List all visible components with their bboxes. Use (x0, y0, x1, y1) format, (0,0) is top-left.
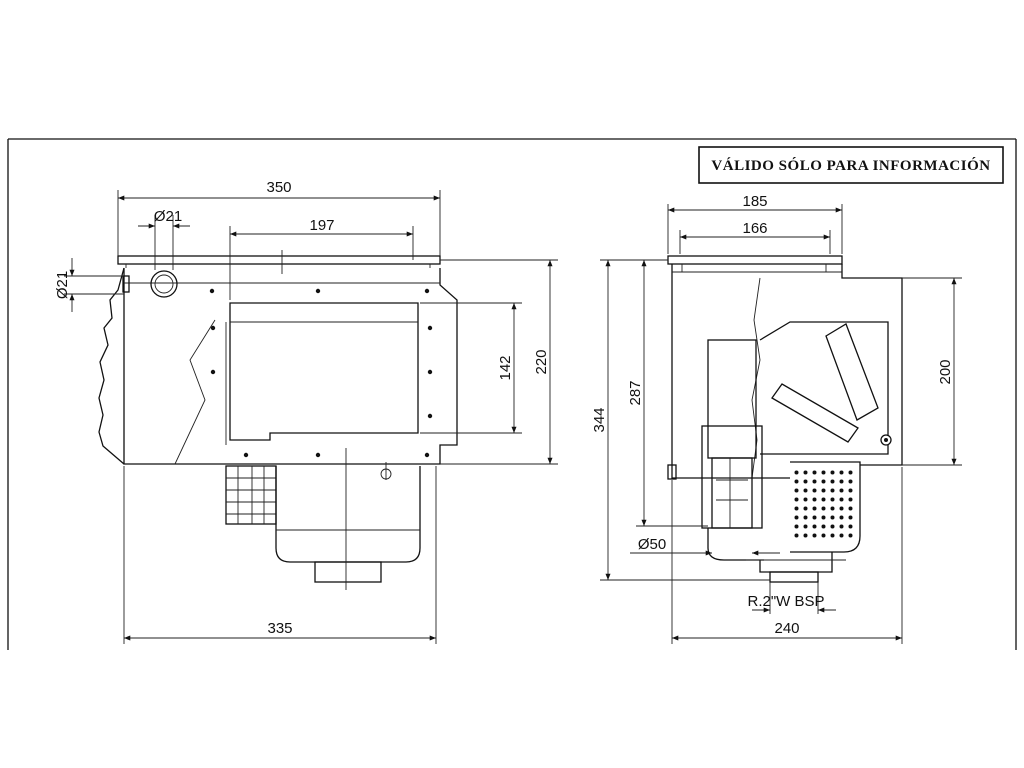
svg-text:142: 142 (497, 355, 514, 380)
dim-overall-top-width: 350 (117, 179, 441, 256)
dim-bottom-width: 240 (671, 467, 903, 644)
svg-text:220: 220 (533, 349, 550, 374)
svg-text:Ø50: Ø50 (638, 536, 666, 553)
dim-body-height: 220 (440, 259, 558, 465)
dim-height-to-outlet: 287 (627, 259, 708, 527)
svg-text:197: 197 (309, 217, 334, 234)
svg-text:Ø21: Ø21 (54, 271, 71, 299)
dim-inlet-diameter-side: Ø21 (54, 258, 124, 312)
dim-overall-bottom-width: 335 (123, 466, 437, 644)
dim-outlet-diameter: Ø50 (630, 536, 780, 556)
dim-opening-height-side: 200 (902, 277, 962, 466)
svg-text:344: 344 (591, 407, 608, 432)
dim-opening-height: 142 (420, 302, 522, 434)
dim-opening-width: 197 (229, 217, 414, 300)
info-stamp: VÁLIDO SÓLO PARA INFORMACIÓN (698, 146, 1004, 184)
front-view: 350 Ø21 197 Ø21 14 (54, 179, 558, 644)
svg-text:Ø21: Ø21 (154, 208, 182, 225)
svg-text:240: 240 (774, 620, 799, 637)
svg-text:350: 350 (266, 179, 291, 196)
dim-overall-height: 344 (591, 259, 770, 581)
side-view: 185 166 344 287 200 (591, 193, 962, 644)
svg-text:335: 335 (267, 620, 292, 637)
svg-text:200: 200 (937, 359, 954, 384)
sheet-frame (7, 138, 1017, 650)
dim-top-width: 185 (667, 193, 843, 254)
dim-inner-top-width: 166 (679, 220, 831, 254)
svg-text:287: 287 (627, 380, 644, 405)
dim-thread: R.2"W BSP (747, 582, 836, 614)
stamp-text: VÁLIDO SÓLO PARA INFORMACIÓN (711, 157, 990, 174)
svg-text:185: 185 (742, 193, 767, 210)
dim-inlet-diameter-top: Ø21 (138, 208, 190, 270)
svg-text:R.2"W BSP: R.2"W BSP (747, 593, 824, 610)
front-screws (209, 288, 433, 458)
svg-text:166: 166 (742, 220, 767, 237)
